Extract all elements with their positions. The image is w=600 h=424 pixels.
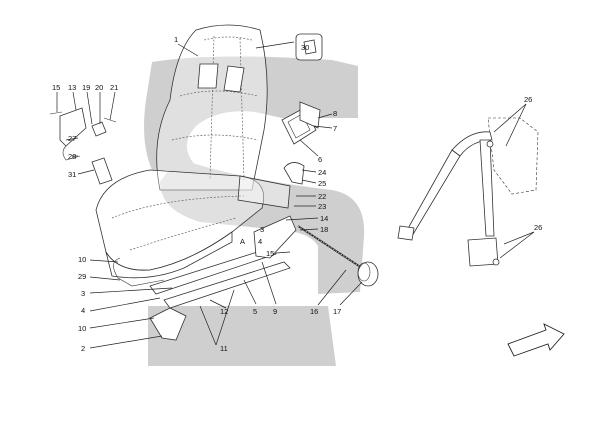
callout-9: 9: [273, 307, 277, 316]
adjuster-rod-and-knob: [297, 225, 379, 287]
bolt-15: [49, 111, 63, 115]
seat-belt-assembly: [397, 117, 539, 267]
callout-4-upper: 4: [258, 237, 262, 246]
harness-guide-trim: [299, 101, 321, 129]
callout-3-upper: 3: [260, 225, 264, 234]
callout-12: 12: [220, 307, 228, 316]
seat-side-bolster: [105, 231, 233, 279]
leader-lines: [56, 41, 535, 349]
watermark-middle-band: [160, 158, 365, 294]
release-bar: [113, 257, 165, 287]
callout-22: 22: [318, 192, 326, 201]
callout-28: 28: [68, 152, 76, 161]
side-support-plate: [253, 215, 297, 259]
belt-webbing-upper: [451, 131, 493, 157]
callout-25: 25: [318, 179, 326, 188]
rail-bracket: [149, 307, 187, 341]
callout-16: 16: [310, 307, 318, 316]
callout-8: 8: [333, 109, 337, 118]
callout-13: 13: [68, 83, 76, 92]
callout-4-lower: 4: [81, 306, 85, 315]
callout-10-upper: 10: [78, 255, 86, 264]
front-direction-arrow: [507, 323, 565, 357]
seat-rail-upper: [149, 247, 277, 295]
seat-assembly: [95, 24, 268, 279]
harness-guide-frame-inner: [287, 113, 311, 139]
seat-backrest: [156, 24, 268, 191]
callout-29: 29: [78, 272, 86, 281]
belt-mount-body: [487, 117, 539, 195]
callout-31: 31: [68, 170, 76, 179]
callout-30: 30: [301, 43, 309, 52]
callout-24: 24: [318, 168, 326, 177]
callout-6: 6: [318, 155, 322, 164]
seat-belt-buckle-parts: [49, 107, 117, 185]
watermark-upper-band: [144, 56, 358, 170]
harness-slot-right: [223, 65, 245, 93]
callout-15: 15: [52, 83, 60, 92]
buckle-cable: [62, 145, 81, 161]
callout-A: A: [240, 237, 245, 246]
belt-anchor-bolt-lower: [492, 258, 500, 266]
callout-labels: 1 30 15 13 19 20 21 27 28 31 8 7 6 24 25…: [52, 35, 542, 353]
backrest-stitching: [171, 35, 259, 181]
belt-webbing-lower: [405, 149, 461, 237]
callout-26-lower: 26: [534, 223, 542, 232]
harness-slot-left: [197, 63, 219, 89]
harness-guide-frames: [281, 101, 321, 145]
seat-rails: [113, 162, 305, 341]
callout-18: 18: [320, 225, 328, 234]
callout-15-lower: 15: [266, 249, 274, 258]
belt-retractor-strap: [479, 139, 495, 237]
watermark-logo: [144, 56, 365, 366]
buckle-body: [91, 121, 107, 137]
callout-21: 21: [110, 83, 118, 92]
callout-20: 20: [95, 83, 103, 92]
callout-1: 1: [174, 35, 178, 44]
callout-11: 11: [220, 344, 228, 353]
clip-30: [303, 39, 317, 55]
seat-rail-lower: [163, 261, 291, 309]
callout-5: 5: [253, 307, 257, 316]
callout-7: 7: [333, 124, 337, 133]
callout-26-upper: 26: [524, 95, 532, 104]
callout-19: 19: [82, 83, 90, 92]
callout-23: 23: [318, 202, 326, 211]
callout-3-lower: 3: [81, 289, 85, 298]
callout-10-lower: 10: [78, 324, 86, 333]
callout-2: 2: [81, 344, 85, 353]
buckle-mount-bracket: [59, 107, 87, 147]
belt-anchor-bolt-upper: [486, 140, 494, 148]
clip-detail: [295, 33, 323, 61]
adjuster-rod-thread: [297, 225, 363, 269]
seat-cushion: [95, 169, 265, 271]
sleeve: [91, 157, 113, 185]
callout-17: 17: [333, 307, 341, 316]
bracket-24-25: [283, 162, 305, 185]
callout-14: 14: [320, 214, 328, 223]
callout-27: 27: [68, 134, 76, 143]
side-adjuster: [237, 175, 291, 209]
adjuster-knob-face: [357, 262, 371, 282]
belt-tongue: [397, 225, 415, 241]
cushion-stitching: [111, 195, 245, 251]
watermark-lower-band: [148, 306, 336, 366]
